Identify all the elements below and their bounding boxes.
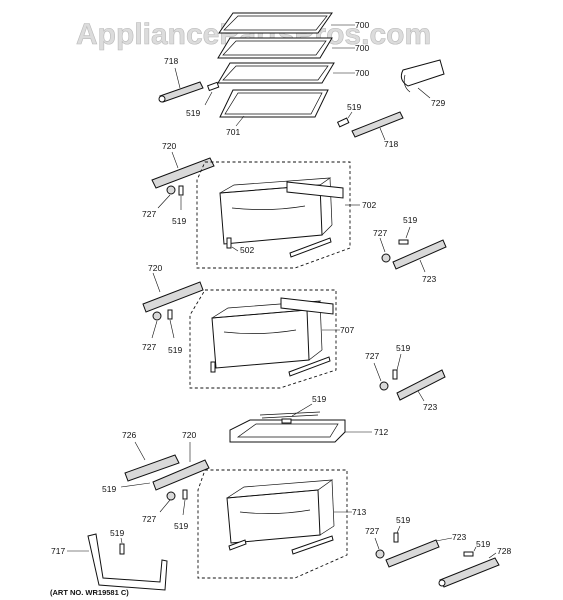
callout-519-top-left: 519 [186, 108, 200, 118]
screw-519-right-lower[interactable] [393, 532, 399, 543]
callout-720-upper: 720 [162, 141, 176, 151]
callout-720-lower: 720 [182, 430, 196, 440]
screw-707-bottom[interactable] [210, 361, 216, 373]
callout-726: 726 [122, 430, 136, 440]
rail-707-back[interactable] [280, 297, 334, 315]
callout-723-lower: 723 [452, 532, 466, 542]
callout-707: 707 [340, 325, 354, 335]
slide-720-middle[interactable] [142, 281, 204, 313]
callout-519-upper-slide: 519 [172, 216, 186, 226]
drawer-707[interactable] [211, 300, 323, 369]
callout-519-shelf: 519 [312, 394, 326, 404]
slide-720-upper[interactable] [151, 157, 215, 189]
callout-720-middle: 720 [148, 263, 162, 273]
screw-519-upper-slide[interactable] [178, 185, 184, 196]
screw-519-top-left[interactable] [206, 81, 220, 92]
screw-519-right-upper[interactable] [398, 239, 409, 245]
callout-723-middle: 723 [423, 402, 437, 412]
callout-519-rail-728: 519 [476, 539, 490, 549]
screw-519-top-right[interactable] [336, 117, 350, 128]
art-number: (ART NO. WR19581 C) [50, 588, 129, 597]
callout-728: 728 [497, 546, 511, 556]
drawer-713-boundary [197, 469, 348, 579]
drawer-702[interactable] [219, 177, 333, 245]
slide-726[interactable] [124, 454, 180, 482]
callout-519-frame: 519 [110, 528, 124, 538]
shelf-700-middle[interactable] [217, 37, 333, 59]
shelf-712[interactable] [229, 411, 346, 443]
rail-713-bottom[interactable] [291, 535, 334, 555]
shelf-700-bottom[interactable] [217, 62, 335, 84]
drawer-707-boundary [189, 289, 337, 389]
callout-519-right-upper: 519 [403, 215, 417, 225]
fastener-727-lower[interactable] [166, 491, 176, 501]
callout-701: 701 [226, 127, 240, 137]
callout-712: 712 [374, 427, 388, 437]
screw-519-shelf-712[interactable] [281, 418, 292, 424]
rail-702-bottom[interactable] [289, 237, 332, 258]
fastener-727-right-middle[interactable] [379, 381, 389, 391]
slide-723-upper[interactable] [392, 239, 447, 270]
fastener-727-middle[interactable] [152, 311, 162, 321]
screw-502[interactable] [226, 237, 232, 249]
callout-727-lower: 727 [142, 514, 156, 524]
callout-727-right-upper: 727 [373, 228, 387, 238]
callout-718-right: 718 [384, 139, 398, 149]
rail-702-back[interactable] [286, 181, 344, 199]
callout-718-left: 718 [164, 56, 178, 66]
screw-519-middle-slide[interactable] [167, 309, 173, 320]
callout-700-2: 700 [355, 43, 369, 53]
callout-519-right-lower: 519 [396, 515, 410, 525]
callout-717: 717 [51, 546, 65, 556]
callout-727-upper: 727 [142, 209, 156, 219]
callout-713: 713 [352, 507, 366, 517]
callout-702: 702 [362, 200, 376, 210]
screw-519-lower-slide[interactable] [182, 489, 188, 500]
rail-728[interactable] [438, 557, 500, 588]
fastener-727-upper[interactable] [166, 185, 176, 195]
frame-717[interactable] [87, 533, 168, 591]
shelf-700-top[interactable] [218, 12, 333, 34]
rail-718-right[interactable] [351, 111, 404, 138]
glass-shelf-701[interactable] [219, 89, 329, 118]
callout-727-right-middle: 727 [365, 351, 379, 361]
callout-519-lower-slide: 519 [174, 521, 188, 531]
screw-519-rail-728[interactable] [463, 551, 474, 557]
slide-723-lower[interactable] [385, 539, 440, 568]
rail-707-bottom[interactable] [288, 356, 331, 377]
slide-723-middle[interactable] [396, 369, 446, 401]
callout-727-middle: 727 [142, 342, 156, 352]
callout-700-1: 700 [355, 20, 369, 30]
cover-729[interactable] [400, 59, 445, 93]
slide-720-lower[interactable] [152, 459, 210, 491]
callout-727-right-lower: 727 [365, 526, 379, 536]
screw-519-frame-717[interactable] [119, 543, 125, 555]
rail-713-left[interactable] [228, 539, 247, 551]
callout-723-upper: 723 [422, 274, 436, 284]
callout-519-lower-left: 519 [102, 484, 116, 494]
rail-718-left[interactable] [158, 81, 204, 103]
drawer-702-boundary [196, 161, 351, 269]
callout-519-top-right: 519 [347, 102, 361, 112]
callout-502: 502 [240, 245, 254, 255]
callout-519-middle-slide: 519 [168, 345, 182, 355]
callout-700-3: 700 [355, 68, 369, 78]
callout-729: 729 [431, 98, 445, 108]
screw-519-right-middle[interactable] [392, 369, 398, 380]
drawer-713[interactable] [226, 479, 335, 544]
fastener-727-right-upper[interactable] [381, 253, 391, 263]
fastener-727-right-lower[interactable] [375, 549, 385, 559]
callout-519-right-middle: 519 [396, 343, 410, 353]
